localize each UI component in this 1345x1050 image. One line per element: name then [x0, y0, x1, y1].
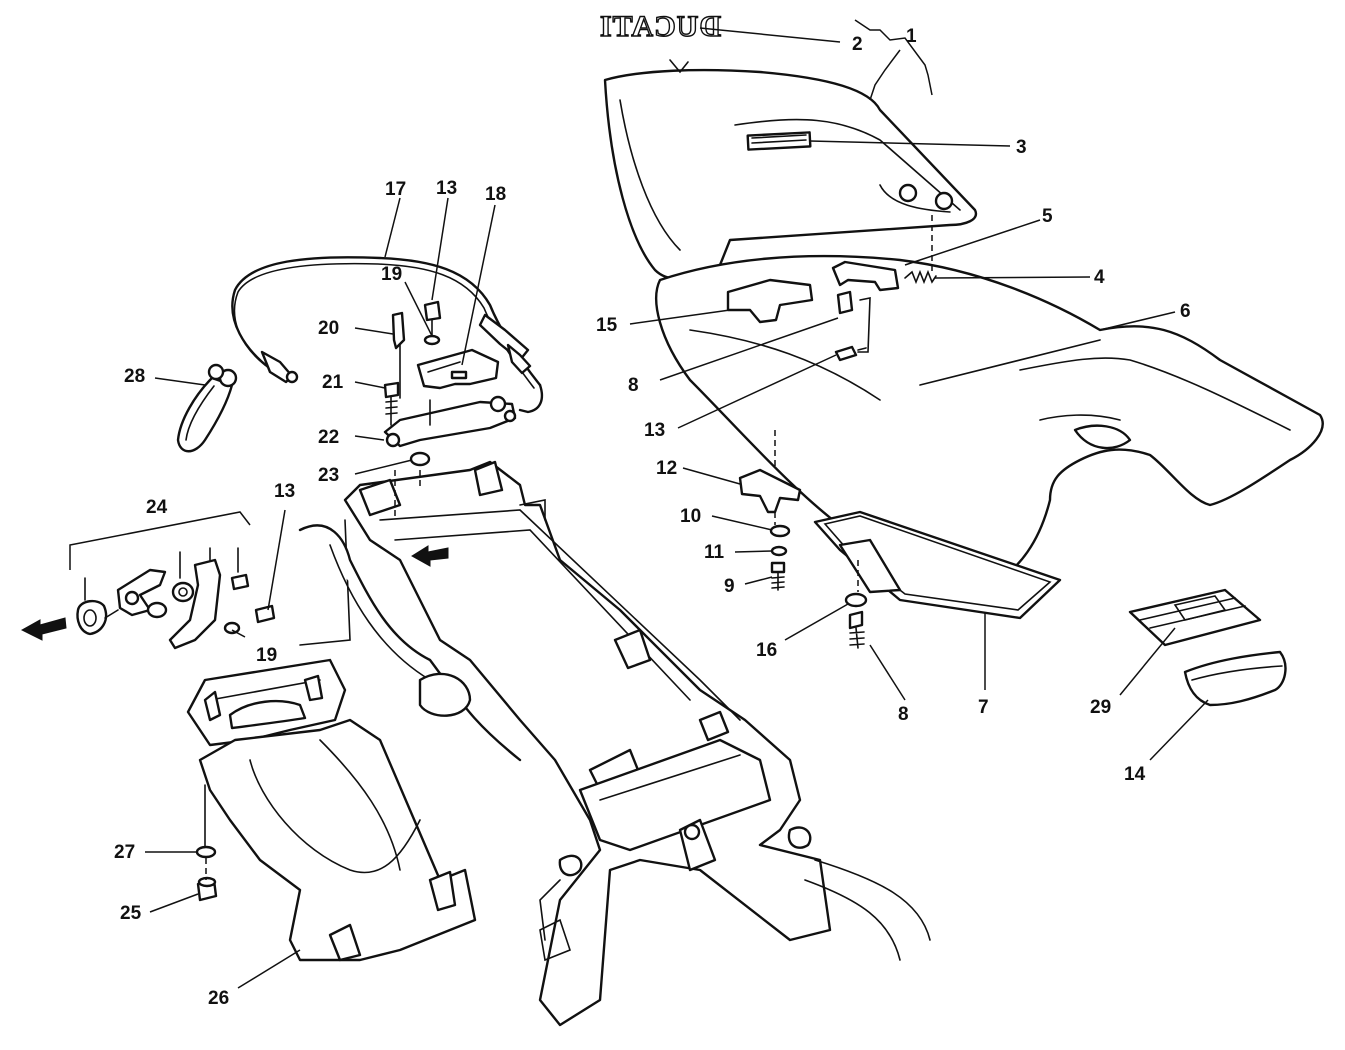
callout-24: 24 — [146, 497, 168, 518]
tail-cowl: DUCATI — [598, 9, 978, 281]
callout-13-right: 13 — [644, 420, 665, 441]
callout-7: 7 — [978, 697, 989, 718]
callout-15: 15 — [596, 315, 618, 336]
callout-11: 11 — [704, 542, 725, 563]
callout-27: 27 — [114, 842, 135, 863]
callout-28: 28 — [124, 366, 145, 387]
callout-16: 16 — [756, 640, 777, 661]
seat — [655, 254, 1324, 589]
callout-23: 23 — [318, 465, 339, 486]
callout-2: 2 — [852, 34, 863, 55]
callout-10: 10 — [680, 506, 701, 527]
callout-17: 17 — [385, 179, 406, 200]
strap-28 — [176, 363, 238, 453]
lower-tray-26 — [186, 658, 477, 962]
right-small-parts — [726, 215, 1287, 707]
callout-26: 26 — [208, 988, 229, 1009]
undertray-part-7 — [813, 510, 1062, 690]
callout-12: 12 — [656, 458, 677, 479]
callout-6: 6 — [1180, 301, 1191, 322]
callout-18: 18 — [485, 184, 506, 205]
callout-1: 1 — [906, 26, 917, 47]
callout-8-lower: 8 — [898, 704, 909, 725]
callout-22: 22 — [318, 427, 339, 448]
callout-19-top: 19 — [381, 264, 402, 285]
fasteners-25-27 — [195, 845, 218, 902]
rear-subframe — [298, 460, 931, 1027]
callout-29: 29 — [1090, 697, 1111, 718]
seat-lock-cable — [231, 256, 544, 520]
leader-lines — [145, 19, 1209, 989]
callout-8-upper: 8 — [628, 375, 639, 396]
callout-9: 9 — [724, 576, 735, 597]
assembly-24 — [20, 509, 286, 650]
callout-21: 21 — [322, 372, 344, 393]
callout-20: 20 — [318, 318, 339, 339]
callout-25: 25 — [120, 903, 142, 924]
callout-5: 5 — [1042, 206, 1053, 227]
callout-13-left: 13 — [274, 481, 295, 502]
callout-19-bottom: 19 — [256, 645, 277, 666]
callout-3: 3 — [1016, 137, 1027, 158]
callout-13-top: 13 — [436, 178, 457, 199]
callout-4: 4 — [1094, 267, 1105, 288]
ducati-decal: DUCATI — [599, 10, 721, 43]
callout-14: 14 — [1124, 764, 1146, 785]
callout-labels: 1 2 3 4 5 6 7 8 8 9 10 11 12 13 13 13 14… — [114, 26, 1191, 1009]
